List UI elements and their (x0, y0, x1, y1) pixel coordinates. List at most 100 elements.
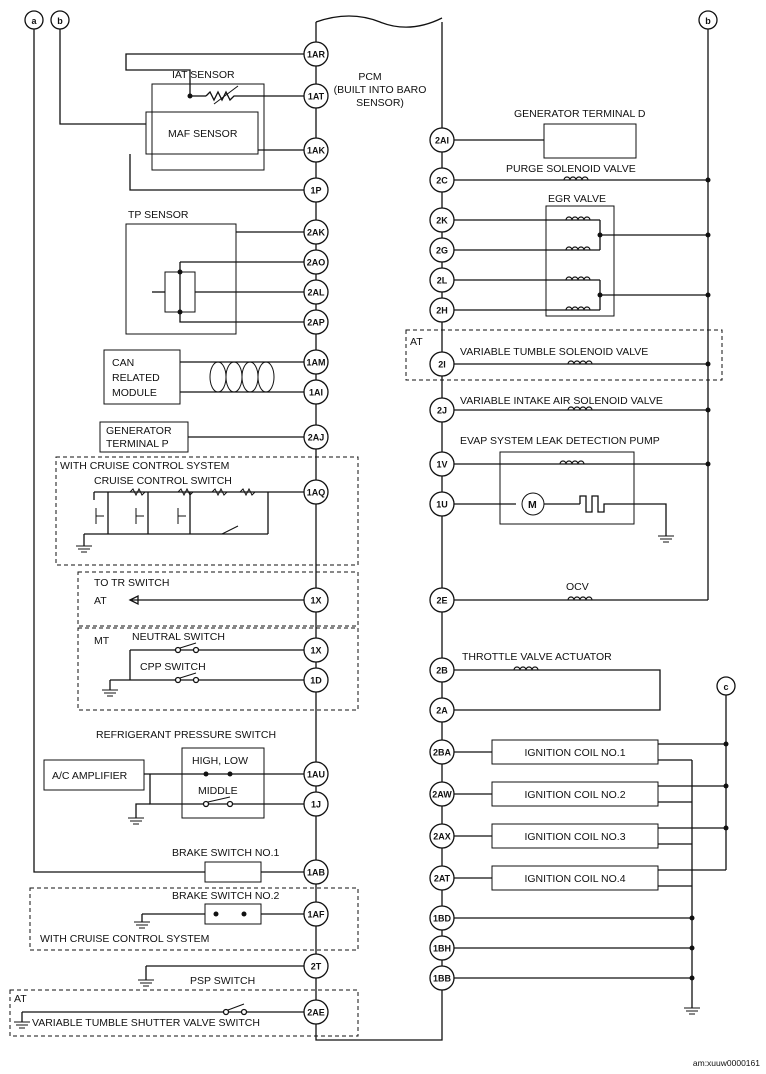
motor-label: M (528, 499, 537, 511)
right-pin-2ba: 2BA (429, 739, 455, 765)
ignition-coil-1-label: IGNITION COIL NO.1 (524, 747, 625, 759)
iat-sensor-label: IAT SENSOR (172, 69, 235, 81)
svg-text:2AW: 2AW (432, 790, 452, 800)
ignition-coil-3-label: IGNITION COIL NO.3 (524, 831, 625, 843)
svg-text:1V: 1V (436, 460, 447, 470)
throttle-label: THROTTLE VALVE ACTUATOR (462, 651, 612, 663)
right-pin-2b: 2B (429, 657, 455, 683)
connector-b-left: b (50, 10, 70, 30)
generator-p-label-1: GENERATOR (106, 425, 172, 437)
svg-text:2T: 2T (311, 962, 322, 972)
left-wiring (9, 29, 359, 1037)
svg-text:1AQ: 1AQ (307, 488, 326, 498)
ocv-label: OCV (566, 581, 589, 593)
generator-p-label-2: TERMINAL P (106, 438, 169, 450)
ac-amplifier-label: A/C AMPLIFIER (52, 770, 128, 782)
connector-a: a (24, 10, 44, 30)
right-pin-2at: 2AT (429, 865, 455, 891)
purge-valve-label: PURGE SOLENOID VALVE (506, 163, 636, 175)
right-pin-2c: 2C (429, 167, 455, 193)
svg-text:2A: 2A (436, 706, 448, 716)
svg-text:1X: 1X (310, 596, 321, 606)
pcm-subtitle-2: SENSOR) (356, 97, 404, 109)
left-pin-1ai: 1AI (303, 379, 329, 405)
svg-text:2J: 2J (437, 406, 447, 416)
refrigerant-label: REFRIGERANT PRESSURE SWITCH (96, 729, 276, 741)
high-low-label: HIGH, LOW (192, 755, 248, 767)
right-pin-2ax: 2AX (429, 823, 455, 849)
pcm-body (315, 15, 443, 1041)
left-pin-1aq: 1AQ (303, 479, 329, 505)
cruise-system-2-label: WITH CRUISE CONTROL SYSTEM (40, 933, 209, 945)
neutral-switch-label: NEUTRAL SWITCH (132, 631, 225, 643)
left-pin-1p: 1P (303, 177, 329, 203)
svg-text:a: a (31, 16, 37, 26)
svg-text:c: c (723, 682, 728, 692)
left-pin-1af: 1AF (303, 901, 329, 927)
left-pin-2ao: 2AO (303, 249, 329, 275)
coil-symbols (513, 176, 593, 671)
right-pin-2ai: 2AI (429, 127, 455, 153)
footer-code: am:xuuw0000161 (693, 1058, 760, 1068)
left-pin-1au: 1AU (303, 761, 329, 787)
right-pin-2e: 2E (429, 587, 455, 613)
svg-text:1X: 1X (310, 646, 321, 656)
svg-text:1AF: 1AF (307, 910, 325, 920)
right-pin-2g: 2G (429, 237, 455, 263)
right-pin-2a: 2A (429, 697, 455, 723)
svg-text:2L: 2L (437, 276, 448, 286)
svg-text:b: b (705, 16, 711, 26)
svg-text:2AO: 2AO (307, 258, 326, 268)
right-pin-terminals: 2AI2C2K2G2L2H2I2J1V1U2E2B2A2BA2AW2AX2AT1… (429, 127, 455, 991)
left-pin-1j: 1J (303, 791, 329, 817)
svg-text:1D: 1D (310, 676, 322, 686)
svg-text:2AX: 2AX (433, 832, 451, 842)
generator-d-label: GENERATOR TERMINAL D (514, 108, 646, 120)
svg-text:1AT: 1AT (308, 92, 325, 102)
svg-text:1AU: 1AU (307, 770, 325, 780)
svg-text:2C: 2C (436, 176, 448, 186)
vts-solenoid-label: VARIABLE TUMBLE SOLENOID VALVE (460, 346, 648, 358)
mt-label: MT (94, 635, 110, 647)
cpp-switch-label: CPP SWITCH (140, 661, 206, 673)
left-pin-1at: 1AT (303, 83, 329, 109)
svg-text:2AK: 2AK (307, 228, 326, 238)
right-pin-2aw: 2AW (429, 781, 455, 807)
svg-text:2I: 2I (438, 360, 446, 370)
left-pin-2ak: 2AK (303, 219, 329, 245)
psp-switch-label: PSP SWITCH (190, 975, 255, 987)
left-pin-2ae: 2AE (303, 999, 329, 1025)
left-pin-2aj: 2AJ (303, 424, 329, 450)
svg-text:2BA: 2BA (433, 748, 452, 758)
svg-text:2AE: 2AE (307, 1008, 325, 1018)
svg-text:2H: 2H (436, 306, 448, 316)
tr-at-label: AT (94, 595, 107, 607)
right-pin-1v: 1V (429, 451, 455, 477)
svg-text:1BH: 1BH (433, 944, 451, 954)
connector-b-right: b (698, 10, 718, 30)
brake-switch-1-label: BRAKE SWITCH NO.1 (172, 847, 280, 859)
left-pin-1x: 1X (303, 637, 329, 663)
svg-text:1AR: 1AR (307, 50, 326, 60)
left-pin-1am: 1AM (303, 349, 329, 375)
left-pin-2al: 2AL (303, 279, 329, 305)
right-pin-2l: 2L (429, 267, 455, 293)
pcm-title: PCM (358, 71, 381, 83)
right-pin-2h: 2H (429, 297, 455, 323)
left-pin-1x: 1X (303, 587, 329, 613)
right-pin-1bd: 1BD (429, 905, 455, 931)
maf-sensor-label: MAF SENSOR (168, 128, 238, 140)
svg-text:1AM: 1AM (306, 358, 325, 368)
evap-label: EVAP SYSTEM LEAK DETECTION PUMP (460, 435, 660, 447)
can-label-3: MODULE (112, 387, 157, 399)
vts-at-label: AT (14, 993, 27, 1005)
svg-text:2K: 2K (436, 216, 448, 226)
right-pin-2j: 2J (429, 397, 455, 423)
svg-text:2AT: 2AT (434, 874, 451, 884)
left-pin-2t: 2T (303, 953, 329, 979)
to-tr-switch-label: TO TR SWITCH (94, 577, 169, 589)
svg-text:2G: 2G (436, 246, 448, 256)
egr-valve-label: EGR VALVE (548, 193, 606, 205)
left-pin-1d: 1D (303, 667, 329, 693)
